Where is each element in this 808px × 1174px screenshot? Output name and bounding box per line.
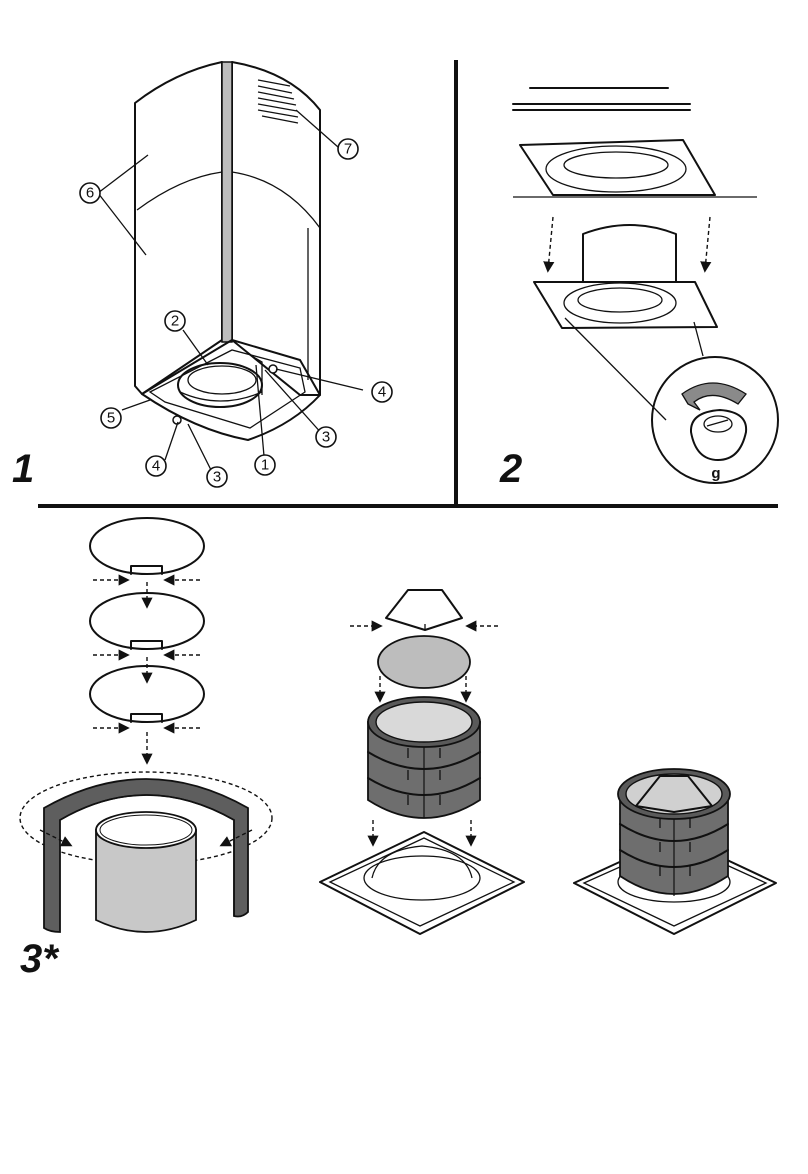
- panel-3-label: 3*: [20, 937, 60, 981]
- callout-5: 5: [101, 408, 121, 428]
- callout-3b: 3: [207, 467, 227, 487]
- callout-2: 2: [165, 311, 185, 331]
- svg-text:4: 4: [152, 458, 160, 475]
- panel-3-stack-assembly: [320, 590, 524, 934]
- panel-1-hood: [135, 62, 320, 440]
- callout-3a: 3: [316, 427, 336, 447]
- svg-text:5: 5: [107, 410, 115, 427]
- svg-text:3: 3: [322, 429, 330, 446]
- panel-3-rings-stack: [90, 518, 204, 762]
- panel-1-label: 1: [12, 447, 34, 491]
- panel-3-filter-wrap: [20, 772, 272, 932]
- panel-3-finished-assembly: [574, 769, 776, 934]
- callout-4b: 4: [146, 456, 166, 476]
- svg-text:2: 2: [171, 313, 179, 330]
- svg-text:7: 7: [344, 141, 352, 158]
- callout-7: 7: [338, 139, 358, 159]
- vent-grille: [258, 80, 298, 123]
- detail-label-g: g: [711, 465, 720, 482]
- svg-text:3: 3: [213, 469, 221, 486]
- svg-text:1: 1: [261, 457, 269, 474]
- callout-1: 1: [255, 455, 275, 475]
- panel-2-assembly: g: [513, 88, 778, 483]
- callout-4a: 4: [372, 382, 392, 402]
- callout-6: 6: [80, 183, 100, 203]
- svg-text:6: 6: [86, 185, 94, 202]
- panel-2-label: 2: [499, 447, 522, 491]
- svg-text:4: 4: [378, 384, 386, 401]
- curved-arrow-icon: [682, 383, 746, 410]
